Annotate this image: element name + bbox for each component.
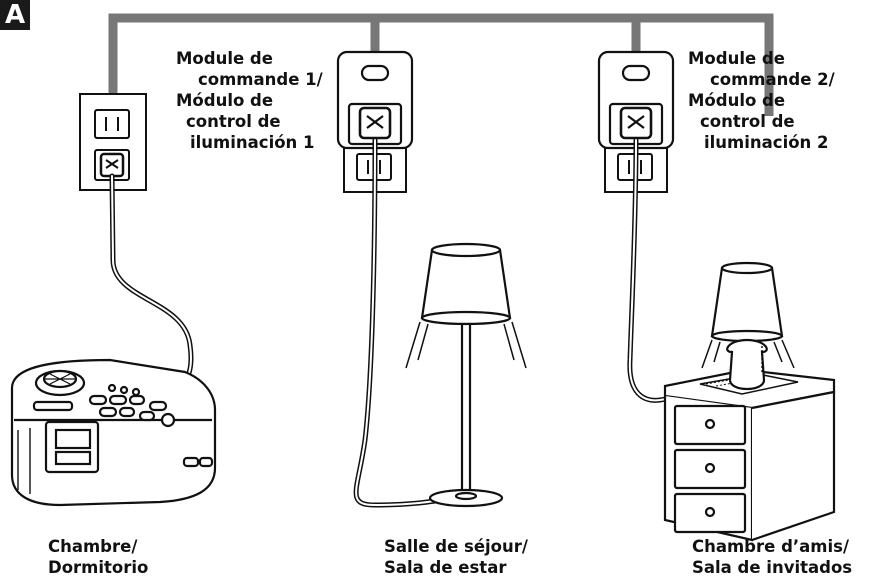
label-line: Chambre d’amis/ (692, 537, 849, 556)
label-line: Sala de invitados (692, 558, 853, 577)
label-line: Chambre/ (48, 537, 138, 556)
label-line: Salle de séjour/ (384, 537, 528, 556)
floor-lamp (405, 242, 527, 508)
label-line: iluminación 1 (190, 133, 315, 152)
wall-outlet (79, 93, 147, 191)
label-line: Module de (176, 49, 273, 68)
lamp-module (597, 50, 675, 150)
label-line: iluminación 2 (704, 133, 829, 152)
module-label-1: Module de commande 1/ Módulo de control … (176, 48, 323, 153)
lamp-module (336, 50, 414, 150)
nightstand (663, 368, 836, 542)
module-label-2: Module de commande 2/ Módulo de control … (688, 48, 835, 153)
clock-radio (10, 358, 217, 507)
label-line: control de (186, 112, 281, 131)
figure-letter: A (0, 0, 30, 30)
label-line: Módulo de (176, 91, 274, 110)
label-line: Module de (688, 49, 785, 68)
house-wiring (108, 13, 774, 116)
room-label-living-room: Salle de séjour/ Sala de estar (384, 536, 528, 578)
table-lamp (701, 261, 795, 391)
label-line: commande 1/ (198, 70, 323, 89)
room-label-bedroom: Chambre/ Dormitorio (48, 536, 148, 578)
label-line: control de (700, 112, 795, 131)
room-label-guest-room: Chambre d’amis/ Sala de invitados (692, 536, 852, 578)
label-line: commande 2/ (710, 70, 835, 89)
label-line: Dormitorio (48, 558, 149, 577)
label-line: Sala de estar (384, 558, 507, 577)
label-line: Módulo de (688, 91, 786, 110)
